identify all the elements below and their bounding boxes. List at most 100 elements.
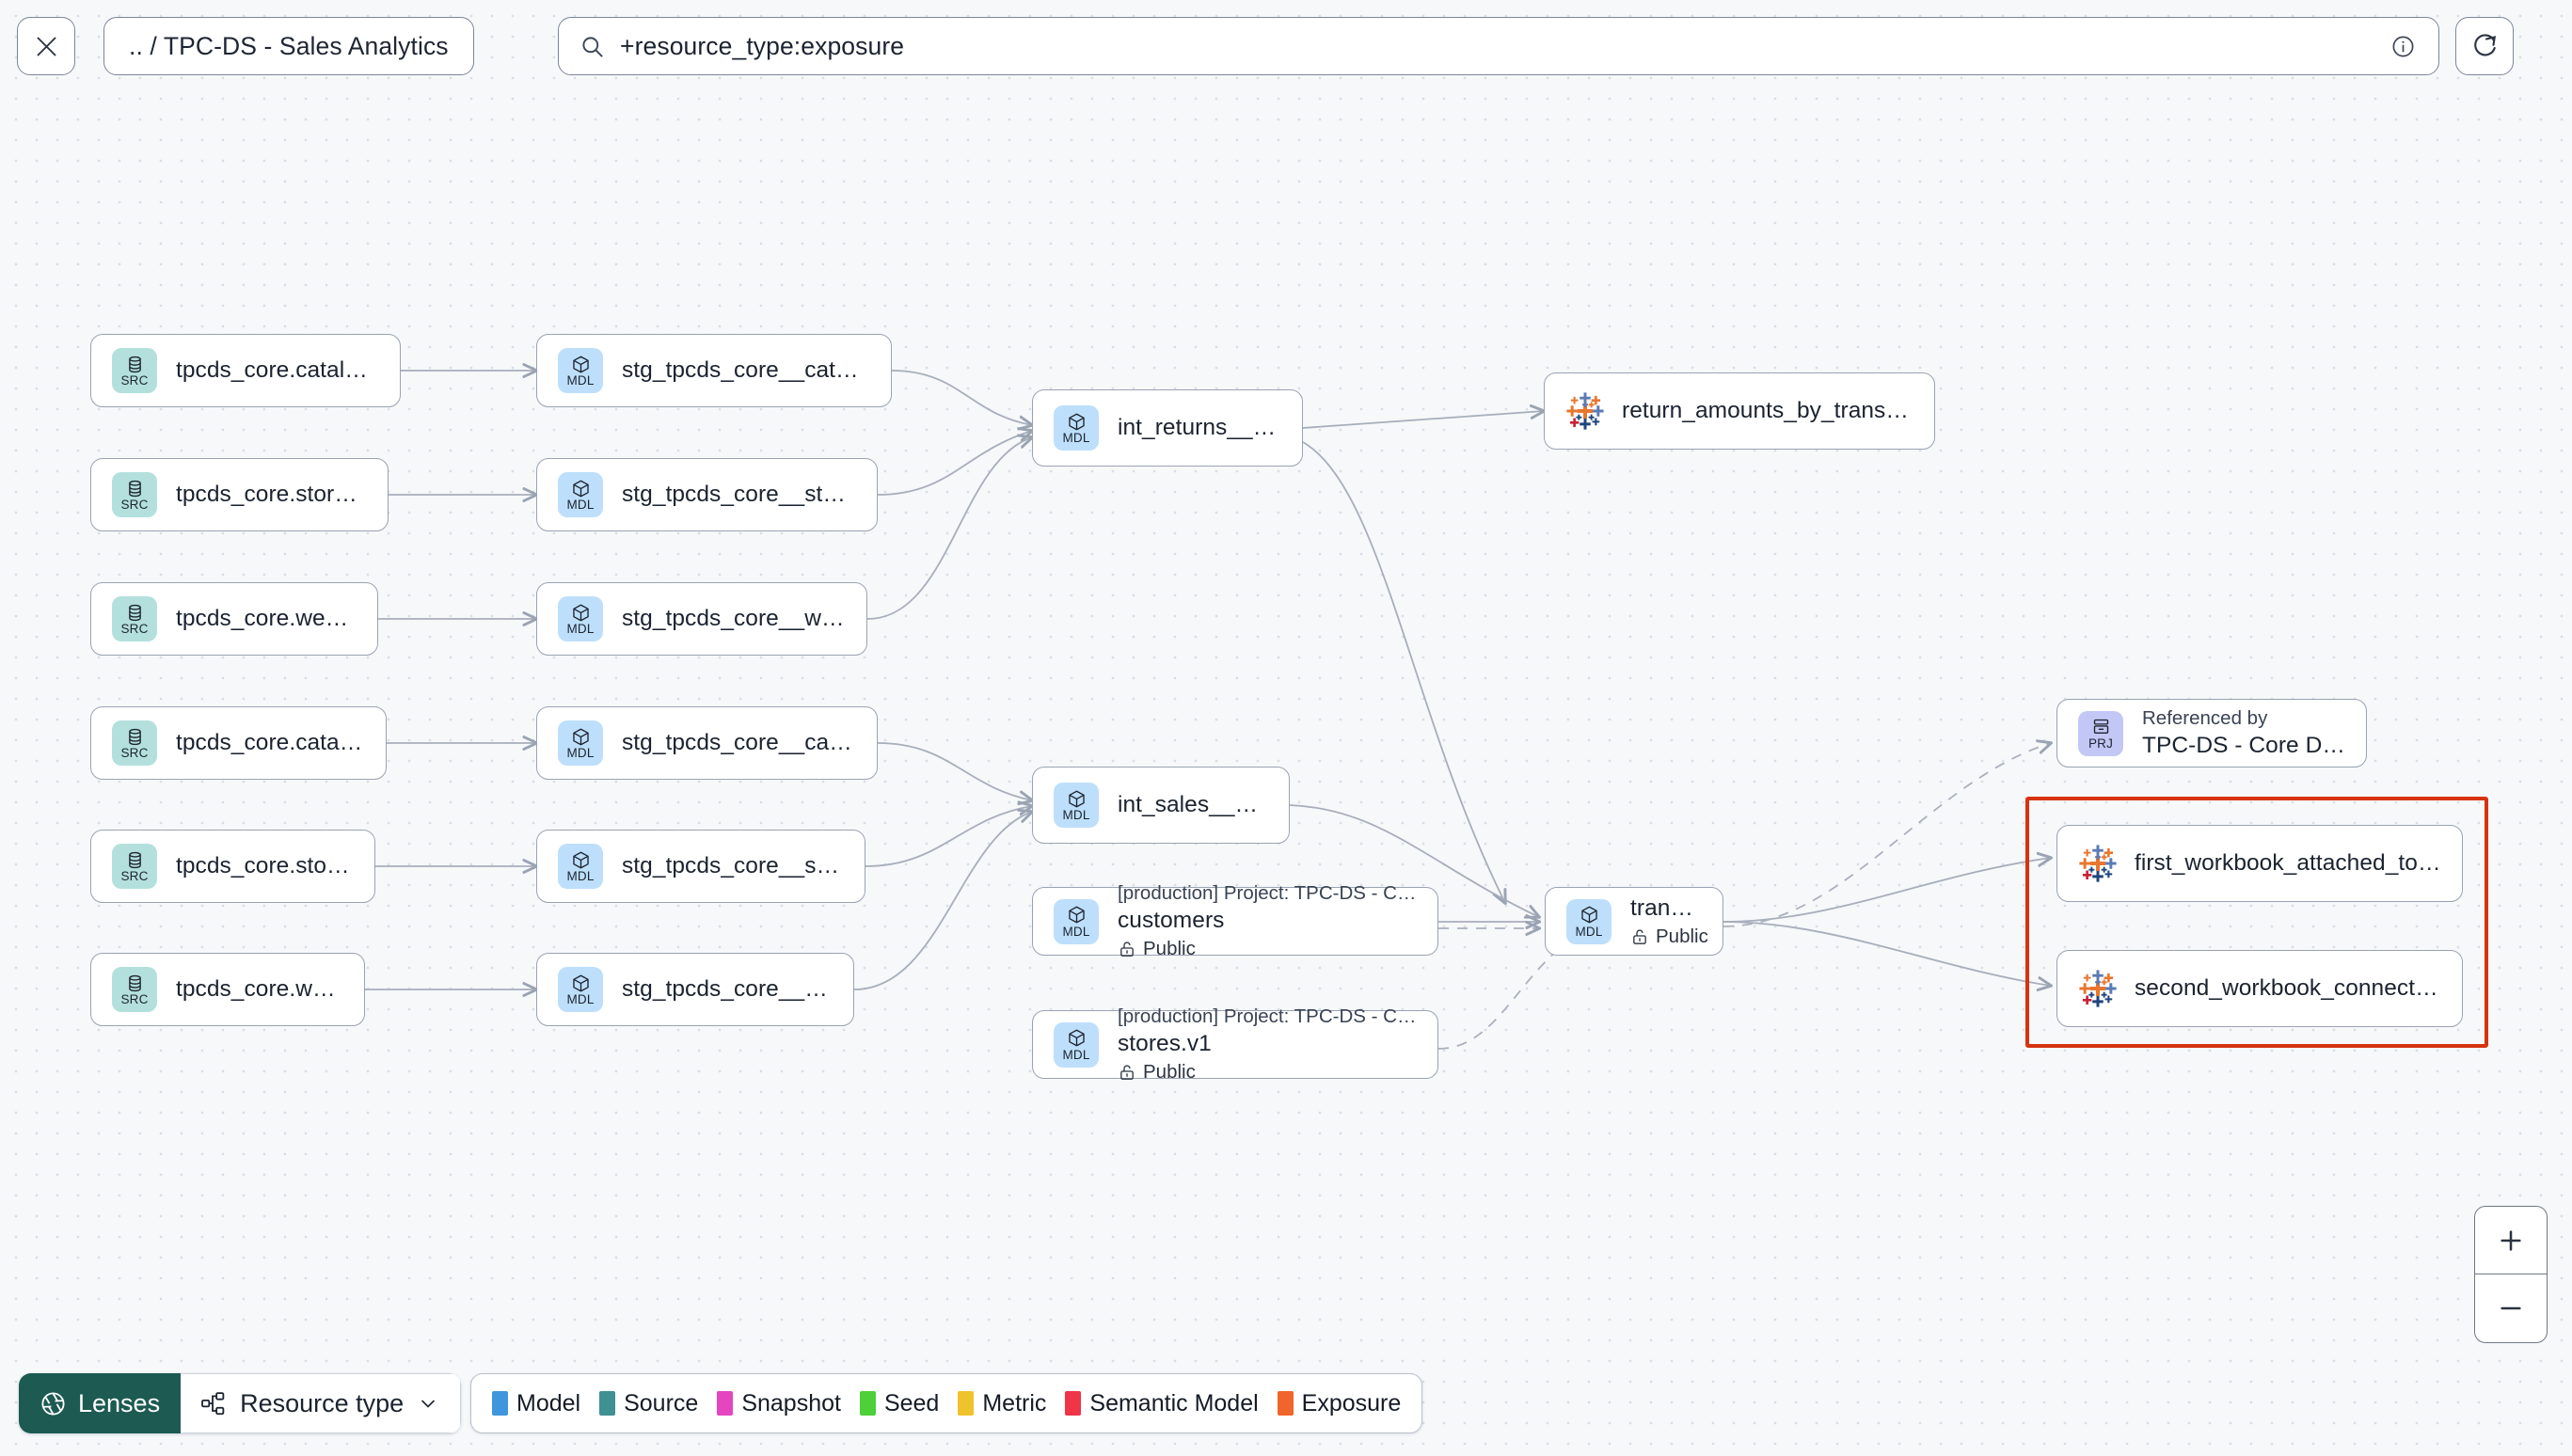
resource-badge-src: SRC <box>112 967 157 1012</box>
close-icon <box>37 37 56 55</box>
legend-item-metric[interactable]: Metric <box>958 1390 1046 1417</box>
badge-label: MDL <box>566 992 595 1006</box>
badge-label: SRC <box>120 746 149 760</box>
badge-label: MDL <box>566 869 595 883</box>
database-icon <box>125 603 145 622</box>
node-subtitle: Referenced by <box>2142 707 2268 729</box>
resource-badge-mdl: MDL <box>558 596 603 641</box>
legend-swatch <box>599 1391 616 1416</box>
resource-badge-prj: PRJ <box>2078 710 2123 756</box>
legend-item-seed[interactable]: Seed <box>859 1390 939 1417</box>
node-subtitle: [production] Project: TPC-DS - Core Data… <box>1118 1005 1417 1027</box>
legend-item-source[interactable]: Source <box>599 1390 698 1417</box>
node-body: stg_tpcds_core__catalog_returns <box>622 357 870 384</box>
graph-node-stg_store_sales[interactable]: MDL stg_tpcds_core__store_sales <box>536 830 865 903</box>
graph-node-transactions[interactable]: MDLtransactionsPublic <box>1545 887 1723 956</box>
graph-node-stores_v1[interactable]: MDL[production] Project: TPC-DS - Core D… <box>1032 1005 1438 1083</box>
info-icon[interactable] <box>2390 34 2416 59</box>
graph-node-customers[interactable]: MDL [production] Project: TPC-DS - Core D… <box>1032 882 1438 959</box>
zoom-controls <box>2474 1206 2548 1343</box>
graph-node-stg_catalog_returns[interactable]: MDL stg_tpcds_core__catalog_returns <box>536 334 892 407</box>
node-access-badge: Public <box>1630 926 1708 948</box>
graph-node-stg_store_returns[interactable]: MDL stg_tpcds_core__store_returns <box>536 458 878 531</box>
chevron-down-icon <box>417 1392 439 1415</box>
node-label: stg_tpcds_core__web_returns <box>622 606 846 631</box>
resource-badge-src: SRC <box>112 472 157 517</box>
node-label: stg_tpcds_core__catalog_returns <box>622 357 870 383</box>
badge-label: SRC <box>120 622 149 636</box>
node-label: transactions <box>1630 894 1702 921</box>
badge-label: MDL <box>1062 431 1090 445</box>
node-label: stg_tpcds_core__web_sales <box>622 976 833 1002</box>
cube-icon <box>571 479 591 498</box>
node-body: stg_tpcds_core__web_sales <box>622 976 833 1003</box>
legend-item-snapshot[interactable]: Snapshot <box>717 1390 841 1417</box>
database-icon <box>125 355 145 373</box>
node-label: tpcds_core.catalog_returns <box>176 357 379 383</box>
graph-node-first_workbook[interactable]: first_workbook_attached_to_tpc-ds_-_… <box>2056 825 2463 902</box>
refresh-icon <box>2474 34 2497 56</box>
badge-label: SRC <box>120 992 149 1006</box>
lens-controls: Lenses Resource type <box>19 1373 462 1433</box>
node-label: stg_tpcds_core__store_returns <box>622 482 856 507</box>
resource-badge-src: SRC <box>112 348 157 393</box>
node-body: stg_tpcds_core__web_returns <box>622 606 846 632</box>
badge-label: MDL <box>566 498 595 512</box>
node-label: stg_tpcds_core__store_sales <box>622 853 844 878</box>
legend-swatch <box>1277 1391 1294 1416</box>
resource-badge-mdl: MDL <box>558 720 603 766</box>
node-label: first_workbook_attached_to_tpc-ds_-_… <box>2135 850 2441 876</box>
graph-node-src_web_sales[interactable]: SRC tpcds_core.web_sales <box>90 953 365 1026</box>
legend-item-model[interactable]: Model <box>492 1390 580 1417</box>
database-icon <box>125 973 145 992</box>
graph-node-second_workbook[interactable]: second_workbook_connected_to_live… <box>2056 950 2463 1027</box>
bottom-toolbar: Lenses Resource type <box>0 1353 2572 1456</box>
resource-badge-mdl: MDL <box>558 967 603 1012</box>
graph-node-stg_web_returns[interactable]: MDL stg_tpcds_core__web_returns <box>536 582 867 656</box>
graph-node-stg_web_sales[interactable]: MDL stg_tpcds_core__web_sales <box>536 953 854 1026</box>
graph-node-src_catalog_returns[interactable]: SRC tpcds_core.catalog_returns <box>90 334 401 407</box>
resource-badge-src: SRC <box>112 596 157 641</box>
graph-node-return_amounts[interactable]: return_amounts_by_transaction_type <box>1544 372 1935 450</box>
search-input[interactable]: +resource_type:exposure <box>558 17 2439 75</box>
legend-swatch <box>717 1391 734 1416</box>
resource-type-dropdown[interactable]: Resource type <box>181 1373 462 1433</box>
breadcrumb-label: .. / TPC-DS - Sales Analytics <box>129 31 449 60</box>
cube-icon <box>571 850 591 869</box>
node-access-badge: Public <box>1118 1061 1417 1084</box>
badge-label: PRJ <box>2088 736 2114 751</box>
node-access-label: Public <box>1656 925 1708 947</box>
breadcrumb[interactable]: .. / TPC-DS - Sales Analytics <box>103 17 474 75</box>
node-body: transactionsPublic <box>1630 894 1708 948</box>
tableau-icon <box>1565 391 1605 431</box>
badge-label: MDL <box>1062 924 1090 939</box>
node-body: tpcds_core.web_sales <box>176 976 343 1003</box>
zoom-in-button[interactable] <box>2475 1207 2547 1274</box>
refresh-button[interactable] <box>2455 17 2514 75</box>
graph-node-src_web_returns[interactable]: SRC tpcds_core.web_returns <box>90 582 378 656</box>
close-button[interactable] <box>17 17 75 75</box>
minus-icon <box>2501 1306 2521 1310</box>
legend-swatch <box>859 1391 876 1416</box>
unlock-icon <box>1118 940 1136 958</box>
lenses-button[interactable]: Lenses <box>19 1373 182 1433</box>
legend-item-exposure[interactable]: Exposure <box>1277 1390 1401 1417</box>
unlock-icon <box>1630 927 1649 946</box>
node-body: int_sales__unioned <box>1118 792 1268 818</box>
legend-item-semantic-model[interactable]: Semantic Model <box>1065 1390 1259 1417</box>
badge-label: MDL <box>566 373 595 388</box>
node-body: tpcds_core.web_returns <box>176 606 357 632</box>
node-body: stg_tpcds_core__store_sales <box>622 853 844 879</box>
zoom-out-button[interactable] <box>2475 1274 2547 1342</box>
legend-label: Metric <box>982 1389 1047 1416</box>
node-body: [production] Project: TPC-DS - Core Data… <box>1118 882 1417 960</box>
